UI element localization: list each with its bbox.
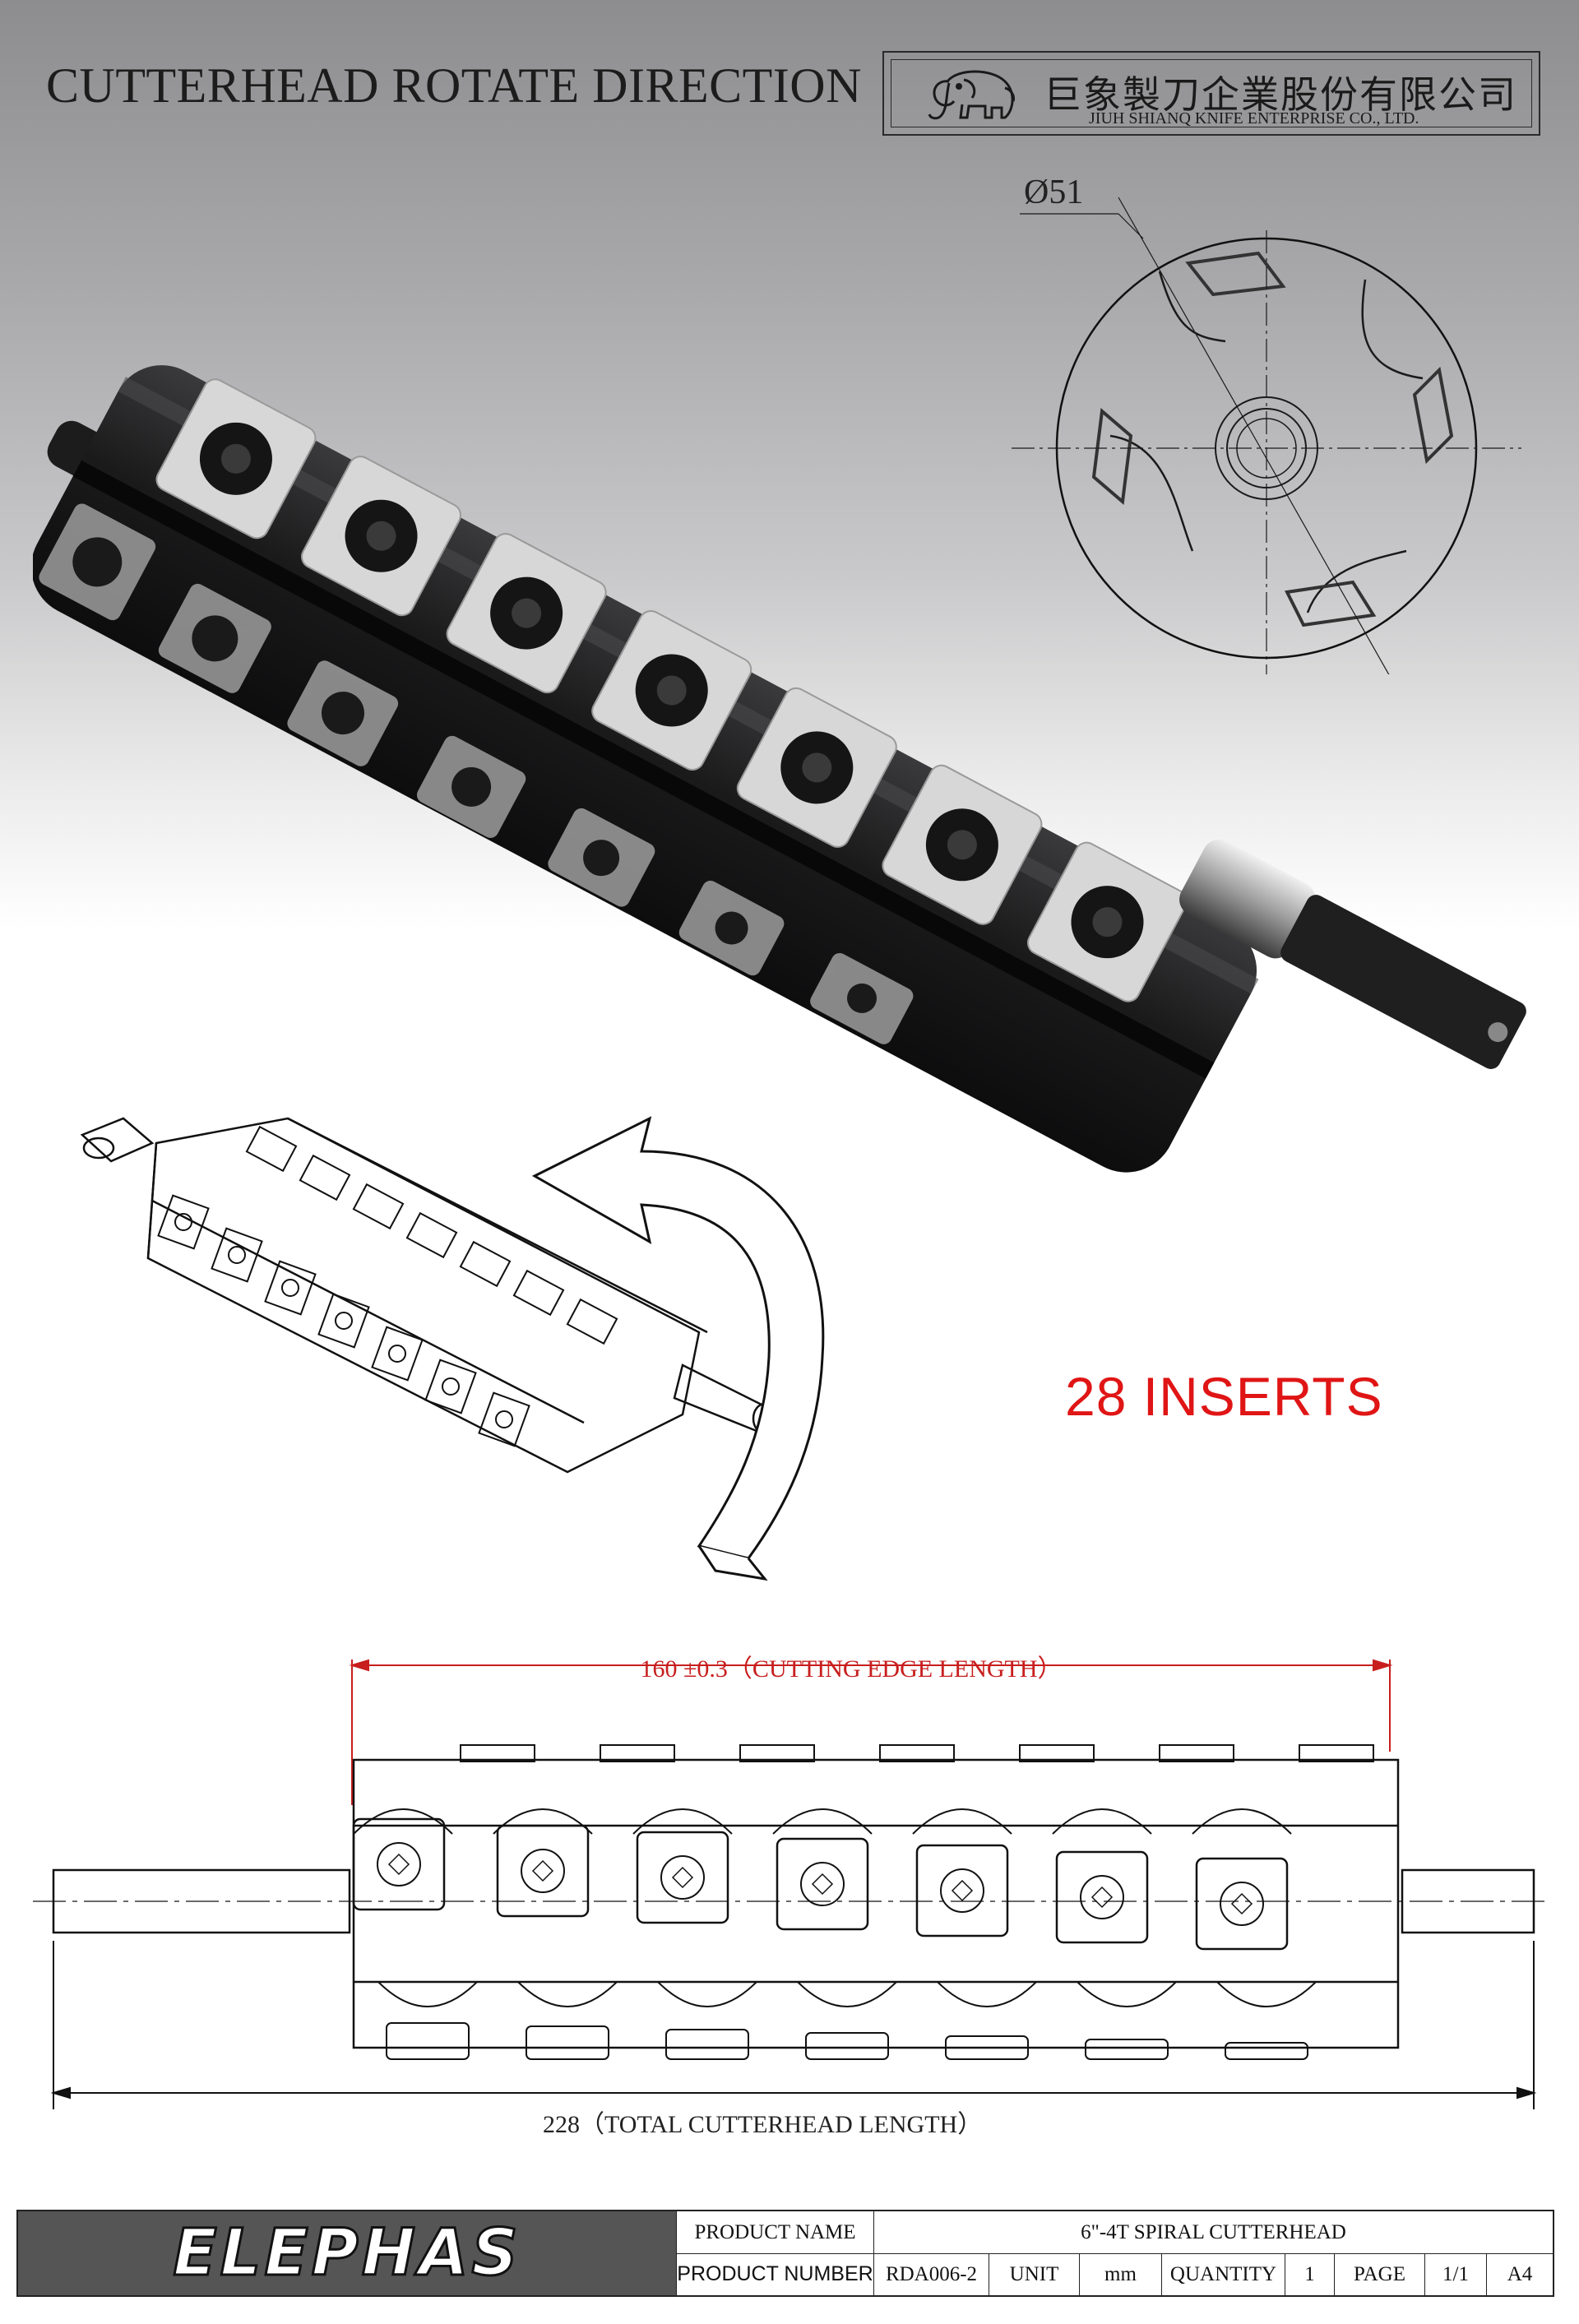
title-block-row-product-name: PRODUCT NAME 6"-4T SPIRAL CUTTERHEAD <box>676 2211 1553 2254</box>
product-name-value: 6"-4T SPIRAL CUTTERHEAD <box>873 2211 1553 2253</box>
product-number-value: RDA006-2 <box>873 2253 989 2295</box>
total-length-label: 228（TOTAL CUTTERHEAD LENGTH） <box>543 2111 983 2138</box>
quantity-value: 1 <box>1285 2253 1334 2295</box>
cross-section-view <box>1012 197 1521 674</box>
page-label: PAGE <box>1334 2253 1424 2295</box>
product-name-label: PRODUCT NAME <box>676 2211 873 2253</box>
brand-logo-cell: ELEPHAS <box>18 2211 676 2295</box>
unit-value: mm <box>1079 2253 1161 2295</box>
page-value: 1/1 <box>1424 2253 1486 2295</box>
company-header-inner: 巨象製刀企業股份有限公司 JIUH SHIANQ KNIFE ENTERPRIS… <box>891 59 1532 127</box>
cutting-edge-length-label: 160 ±0.3（CUTTING EDGE LENGTH） <box>640 1655 1063 1683</box>
title-block: ELEPHAS PRODUCT NAME 6"-4T SPIRAL CUTTER… <box>16 2210 1554 2297</box>
unit-label: UNIT <box>989 2253 1079 2295</box>
page-title: CUTTERHEAD ROTATE DIRECTION <box>46 58 862 113</box>
title-block-row-details: PRODUCT NUMBER RDA006-2 UNIT mm QUANTITY… <box>676 2253 1553 2295</box>
company-name-chinese: 巨象製刀企業股份有限公司 <box>1044 74 1517 116</box>
paper-size-value: A4 <box>1486 2253 1553 2295</box>
inserts-count-label: 28 INSERTS <box>1065 1366 1383 1427</box>
elephant-logo-icon <box>928 70 1015 120</box>
company-name-english: JIUH SHIANQ KNIFE ENTERPRISE CO., LTD. <box>1089 109 1419 127</box>
company-header-box: 巨象製刀企業股份有限公司 JIUH SHIANQ KNIFE ENTERPRIS… <box>882 51 1540 136</box>
product-number-label: PRODUCT NUMBER <box>676 2253 873 2295</box>
photo-top-inserts <box>155 378 1188 1002</box>
isometric-line-drawing <box>80 1116 825 1581</box>
cutterhead-photo <box>33 365 1526 1173</box>
rotate-direction-arrow-icon <box>531 1116 825 1581</box>
elevation-drawing <box>33 1659 1546 2109</box>
diameter-label: Ø51 <box>1024 174 1084 211</box>
brand-logo: ELEPHAS <box>172 2215 521 2292</box>
quantity-label: QUANTITY <box>1161 2253 1285 2295</box>
